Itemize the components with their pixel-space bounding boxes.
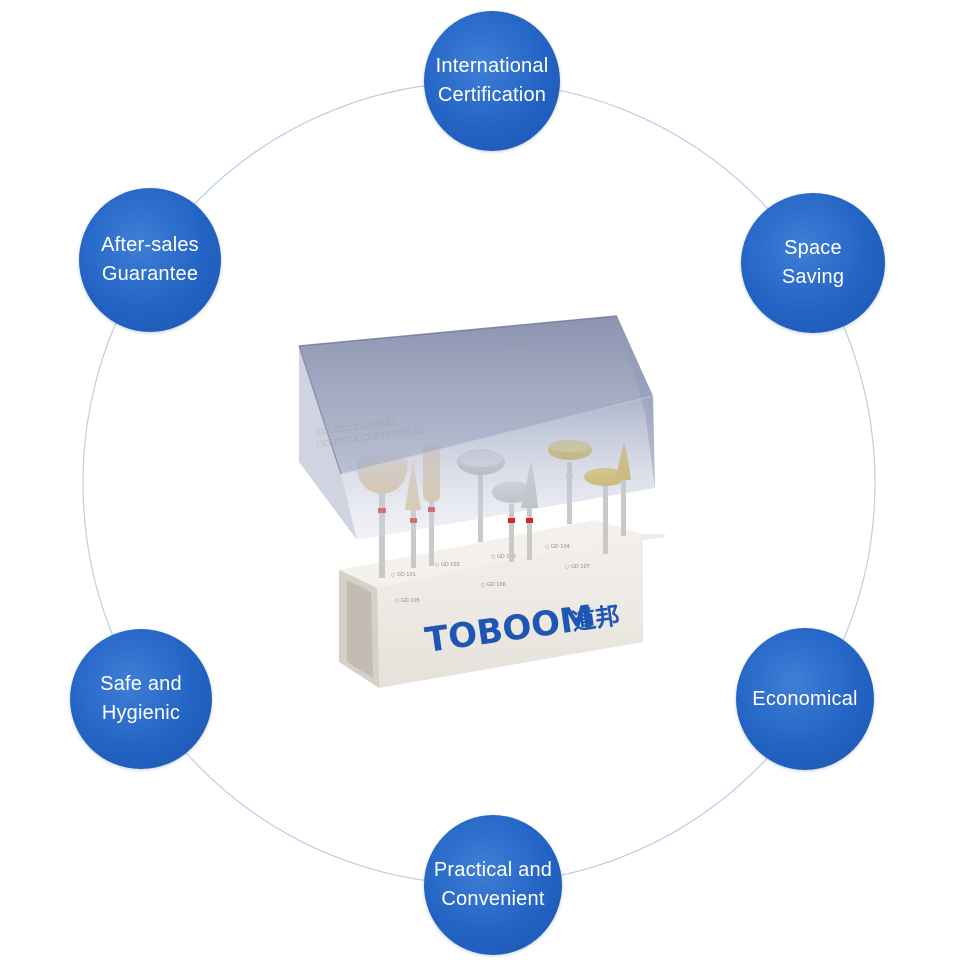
svg-text:○ GD 103: ○ GD 103 [491,554,516,560]
svg-text:□ □ □: □ □ □ [509,343,530,350]
feature-space-saving: Space Saving [741,193,885,333]
svg-text:○ GD 102: ○ GD 102 [435,562,460,568]
feature-international-certification: International Certification [424,11,560,151]
feature-label: International Certification [435,55,549,106]
feature-economical: Economical [736,628,874,770]
svg-text:○ GD 106: ○ GD 106 [481,582,506,588]
product-image: ○ GD 101 ○ GD 102 ○ GD 103 ○ GD 104 ○ GD… [298,315,665,688]
feature-label: Practical and Convenient [433,859,553,910]
feature-safe-hygienic: Safe and Hygienic [70,629,212,769]
feature-label: Safe and Hygienic [100,673,182,724]
feature-label: Economical [752,687,858,710]
svg-text:○ GD 104: ○ GD 104 [545,544,570,550]
feature-label: Space Saving [781,237,845,288]
svg-text:○ GD 101: ○ GD 101 [391,572,416,578]
feature-after-sales-guarantee: After-sales Guarantee [79,188,221,332]
brand-logo-cn: 道邦 [570,602,621,636]
feature-practical-convenient: Practical and Convenient [424,815,562,955]
feature-label: After-sales Guarantee [101,234,199,285]
svg-text:○ GD 105: ○ GD 105 [395,598,420,604]
svg-text:○ GD 107: ○ GD 107 [565,564,590,570]
